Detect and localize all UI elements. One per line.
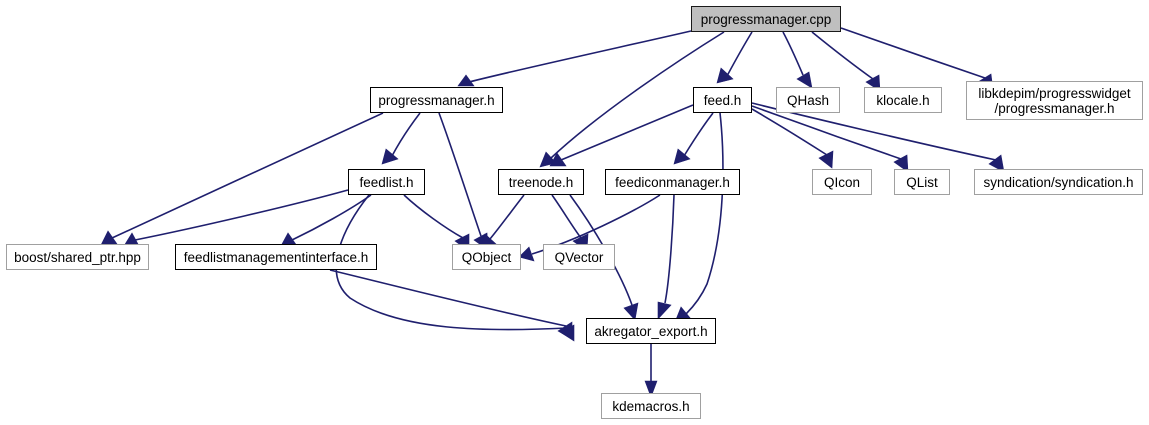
node-libkdepim_progressmanager_h[interactable]: libkdepim/progresswidget /progressmanage… [966,81,1143,120]
edge-line [782,31,804,76]
node-feed_h[interactable]: feed.h [693,87,752,113]
arrowhead-icon [557,321,573,340]
node-qhash[interactable]: QHash [776,87,840,113]
arrowhead-icon [657,301,672,320]
edge-feedlist_h-feedlistmanagementinterface_h [280,194,372,247]
edge-line [391,112,421,157]
edge-line [751,102,997,161]
node-syndication_h[interactable]: syndication/syndication.h [974,169,1143,195]
arrowhead-icon [818,150,834,169]
edge-feed_h-feediconmanager_h [673,112,714,165]
edge-feed_h-treenode_h [549,104,694,167]
arrowhead-icon [796,71,813,89]
edge-feedlist_h-boost_shared_ptr_hpp [123,189,349,247]
edge-progressmanager_cpp-qhash [782,31,813,89]
arrowhead-icon [549,152,567,167]
edge-progressmanager_h-feedlist_h [381,112,421,165]
node-qlist[interactable]: QList [894,169,950,195]
edge-line [134,189,349,241]
edge-feedlistmanagementinterface_h-akregator_export_h [329,269,573,340]
edge-line [751,105,902,160]
edge-line [111,112,384,239]
edge-progressmanager_cpp-progressmanager_h [457,30,692,87]
node-kdemacros_h[interactable]: kdemacros.h [601,393,701,419]
arrowhead-icon [644,380,658,398]
node-progressmanager_h[interactable]: progressmanager.h [370,87,503,113]
edge-feed_h-syndication_h [751,102,1005,173]
arrowhead-icon [673,148,691,165]
node-feedlistmanagementinterface_h[interactable]: feedlistmanagementinterface.h [175,244,377,270]
node-klocale_h[interactable]: klocale.h [864,87,942,113]
edge-line [811,31,874,80]
edge-treenode_h-qobject [479,194,525,250]
arrowhead-icon [716,67,734,84]
edge-line [329,269,567,327]
edge-line [751,108,828,156]
node-boost_shared_ptr_hpp[interactable]: boost/shared_ptr.hpp [6,244,149,270]
node-qobject[interactable]: QObject [452,244,521,270]
node-feedlist_h[interactable]: feedlist.h [348,169,425,195]
edge-line [551,194,582,239]
edge-line [468,30,692,83]
arrowhead-icon [623,302,639,321]
edge-akregator_export_h-kdemacros_h [644,343,658,398]
edge-feediconmanager_h-akregator_export_h [657,194,675,320]
edge-feed_h-qicon [751,108,834,169]
edge-progressmanager_cpp-klocale_h [811,31,881,92]
edge-feed_h-akregator_export_h [674,112,724,323]
arrowhead-icon [988,154,1005,173]
edge-line [726,31,753,77]
node-qicon[interactable]: QIcon [812,169,872,195]
edge-feed_h-qlist [751,105,909,173]
edge-line [560,104,694,161]
edge-line [840,27,986,79]
arrowhead-icon [100,230,118,246]
arrowhead-icon [518,246,535,262]
edge-progressmanager_h-boost_shared_ptr_hpp [100,112,384,246]
edge-line [489,194,525,240]
edge-line [550,31,725,159]
node-progressmanager_cpp[interactable]: progressmanager.cpp [691,6,841,32]
node-feediconmanager_h[interactable]: feediconmanager.h [605,169,740,195]
edge-progressmanager_cpp-feed_h [716,31,753,84]
edge-feedlist_h-qobject [403,194,470,252]
node-qvector[interactable]: QVector [543,244,615,270]
edge-line [291,194,372,241]
edge-line [335,194,569,331]
edge-line [683,112,714,157]
node-treenode_h[interactable]: treenode.h [498,169,584,195]
edge-progressmanager_h-qobject [438,112,489,251]
node-akregator_export_h[interactable]: akregator_export.h [586,318,716,344]
arrowhead-icon [381,148,399,165]
arrowhead-icon [457,74,475,87]
edge-line [685,112,724,315]
edge-line [664,194,675,304]
edge-treenode_h-qvector [551,194,589,252]
edge-line [403,194,464,239]
edge-line [438,112,482,237]
arrowhead-icon [893,154,909,173]
